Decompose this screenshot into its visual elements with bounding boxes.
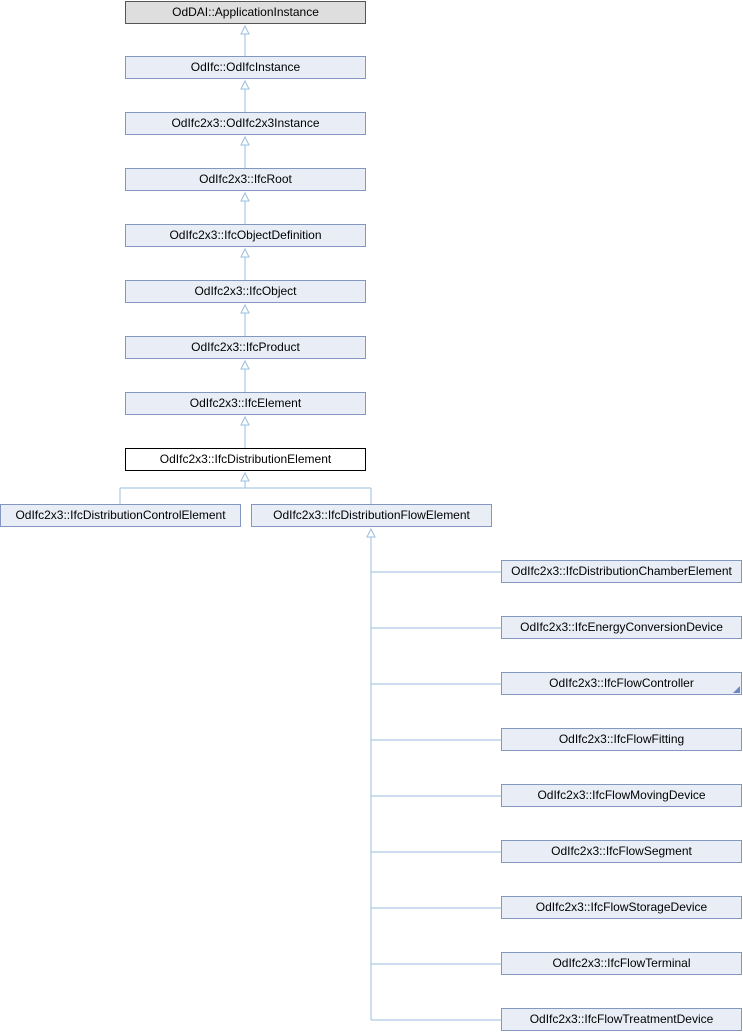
node-label: OdIfc2x3::IfcProduct (191, 340, 300, 354)
class-node-ifc-flow-treatment-device[interactable]: OdIfc2x3::IfcFlowTreatmentDevice (501, 1008, 742, 1031)
inheritance-arrow-icon (240, 303, 250, 314)
node-label: OdDAI::ApplicationInstance (172, 5, 319, 19)
node-label: OdIfc2x3::IfcFlowController (549, 676, 694, 690)
class-node-odifc-instance[interactable]: OdIfc::OdIfcInstance (125, 56, 366, 79)
node-label: OdIfc2x3::IfcObject (194, 284, 297, 298)
class-node-ifc-root[interactable]: OdIfc2x3::IfcRoot (125, 168, 366, 191)
inheritance-arrow-icon (240, 247, 250, 258)
class-node-ifc-product[interactable]: OdIfc2x3::IfcProduct (125, 336, 366, 359)
class-node-ifc-flow-moving-device[interactable]: OdIfc2x3::IfcFlowMovingDevice (501, 784, 742, 807)
inheritance-arrow-icon (240, 135, 250, 146)
node-label: OdIfc2x3::IfcFlowTerminal (552, 956, 691, 970)
class-node-ifc-distribution-control-element[interactable]: OdIfc2x3::IfcDistributionControlElement (0, 504, 241, 527)
class-node-ifc-object[interactable]: OdIfc2x3::IfcObject (125, 280, 366, 303)
class-node-ifc-flow-segment[interactable]: OdIfc2x3::IfcFlowSegment (501, 840, 742, 863)
node-label: OdIfc2x3::OdIfc2x3Instance (171, 116, 320, 130)
node-label: OdIfc2x3::IfcFlowMovingDevice (537, 788, 706, 802)
node-label: OdIfc2x3::IfcFlowTreatmentDevice (529, 1012, 714, 1026)
class-node-odifc2x3-instance[interactable]: OdIfc2x3::OdIfc2x3Instance (125, 112, 366, 135)
class-node-ifc-energy-conversion-device[interactable]: OdIfc2x3::IfcEnergyConversionDevice (501, 616, 742, 639)
inheritance-arrow-icon (240, 471, 250, 482)
class-node-ifc-distribution-flow-element[interactable]: OdIfc2x3::IfcDistributionFlowElement (251, 504, 492, 527)
node-label: OdIfc2x3::IfcFlowFitting (558, 732, 685, 746)
node-label: OdIfc2x3::IfcFlowSegment (551, 844, 692, 858)
node-label: OdIfc2x3::IfcElement (189, 396, 302, 410)
inheritance-arrow-icon (240, 415, 250, 426)
class-node-ifc-object-definition[interactable]: OdIfc2x3::IfcObjectDefinition (125, 224, 366, 247)
inheritance-arrow-icon (240, 191, 250, 202)
node-label: OdIfc2x3::IfcDistributionChamberElement (511, 564, 732, 578)
class-node-ifc-distribution-chamber-element[interactable]: OdIfc2x3::IfcDistributionChamberElement (501, 560, 742, 583)
inheritance-arrow-icon (366, 527, 376, 538)
node-label: OdIfc2x3::IfcDistributionControlElement (15, 508, 226, 522)
class-node-application-instance: OdDAI::ApplicationInstance (125, 1, 366, 24)
node-label: OdIfc2x3::IfcFlowStorageDevice (535, 900, 708, 914)
inheritance-arrow-icon (240, 359, 250, 370)
node-label: OdIfc2x3::IfcRoot (199, 172, 292, 186)
class-node-ifc-flow-controller[interactable]: OdIfc2x3::IfcFlowController (501, 672, 742, 695)
class-node-ifc-distribution-element: OdIfc2x3::IfcDistributionElement (125, 448, 366, 471)
class-node-ifc-flow-storage-device[interactable]: OdIfc2x3::IfcFlowStorageDevice (501, 896, 742, 919)
class-node-ifc-element[interactable]: OdIfc2x3::IfcElement (125, 392, 366, 415)
class-node-ifc-flow-fitting[interactable]: OdIfc2x3::IfcFlowFitting (501, 728, 742, 751)
node-label: OdIfc2x3::IfcDistributionElement (159, 452, 332, 466)
inheritance-arrow-icon (240, 24, 250, 35)
node-label: OdIfc::OdIfcInstance (190, 60, 301, 74)
node-label: OdIfc2x3::IfcEnergyConversionDevice (520, 620, 723, 634)
class-node-ifc-flow-terminal[interactable]: OdIfc2x3::IfcFlowTerminal (501, 952, 742, 975)
node-label: OdIfc2x3::IfcObjectDefinition (169, 228, 322, 242)
node-label: OdIfc2x3::IfcDistributionFlowElement (273, 508, 470, 522)
more-subclasses-corner-icon (733, 686, 740, 693)
inheritance-arrow-icon (240, 79, 250, 90)
